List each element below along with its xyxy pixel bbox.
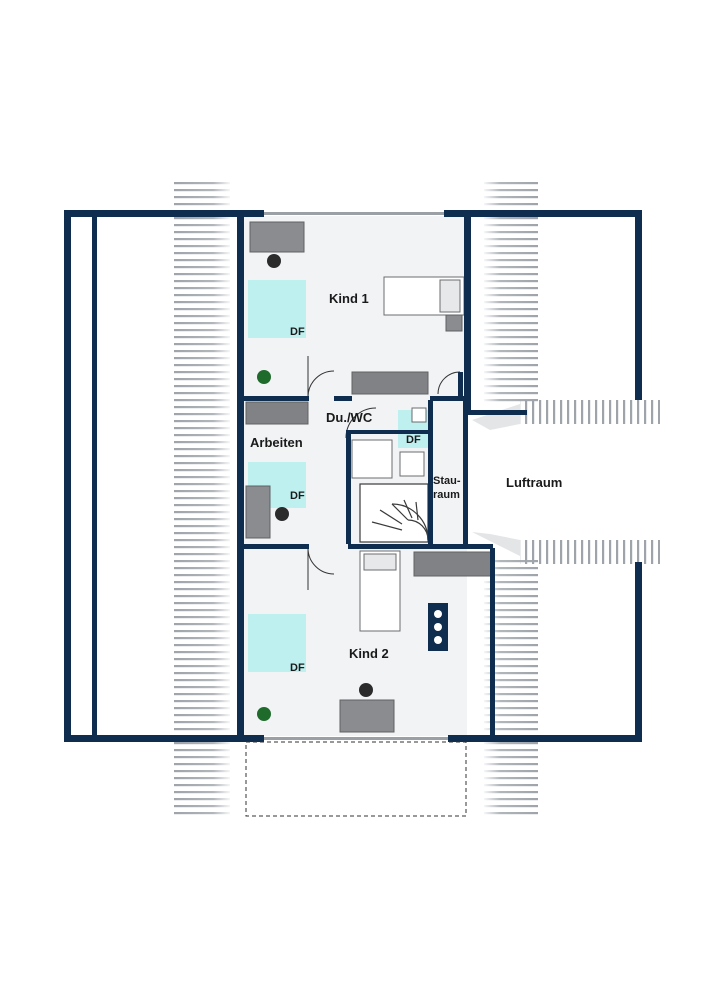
skylight-label-kind2: DF [290, 662, 305, 674]
room-label-stauraum: Stau- raum [433, 474, 461, 502]
balcony-outline [245, 741, 467, 817]
wardrobe-kind2 [413, 551, 493, 577]
wardrobe-arbeiten [245, 401, 309, 425]
skylight-label-duwc: DF [406, 434, 421, 446]
room-label-duwc: Du./WC [326, 410, 373, 425]
skylight-label-arbeiten: DF [290, 490, 305, 502]
room-label-arbeiten: Arbeiten [250, 435, 303, 450]
skylight-label-kind1: DF [290, 326, 305, 338]
stauraum-line1: Stau- [433, 475, 461, 487]
roof-hatching [174, 182, 660, 817]
skylight-kind1 [248, 280, 306, 338]
desk-arbeiten [245, 485, 271, 539]
room-label-kind2: Kind 2 [349, 646, 389, 661]
shower [351, 439, 393, 479]
desk-kind2 [339, 699, 395, 733]
furniture [245, 221, 493, 733]
exterior-walls [64, 210, 642, 742]
desk-kind1 [249, 221, 305, 253]
stauraum-line2: raum [433, 489, 460, 501]
spiral-stair [359, 483, 429, 543]
interior-walls [243, 372, 527, 549]
skylight-kind2 [248, 614, 306, 672]
room-label-luftraum: Luftraum [506, 475, 563, 490]
plants [257, 370, 271, 721]
wardrobe-kind1 [351, 371, 429, 395]
room-label-kind1: Kind 1 [329, 291, 369, 306]
